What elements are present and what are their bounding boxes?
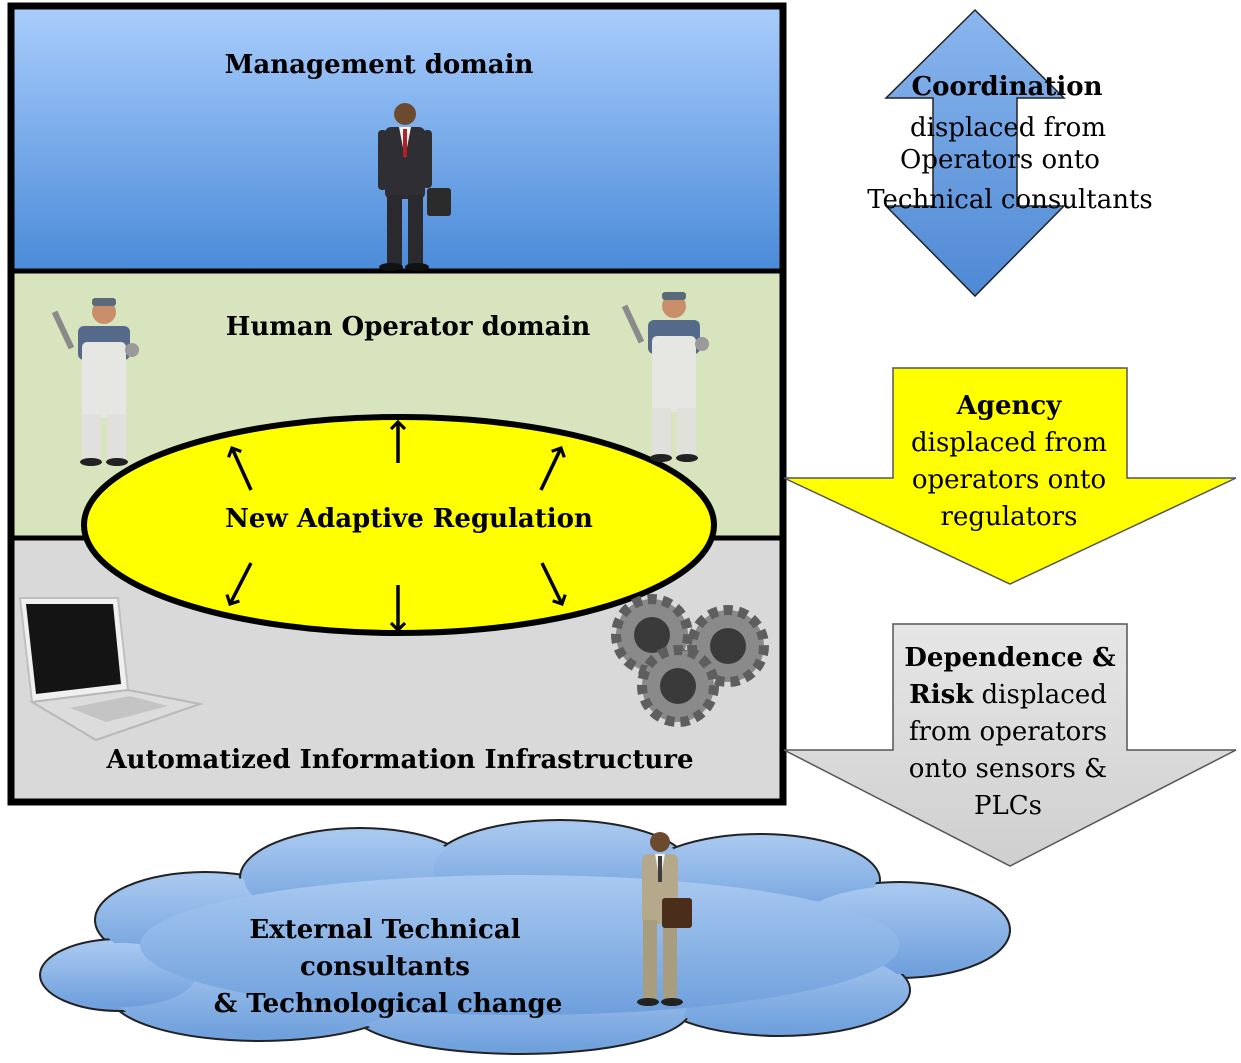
- agency-line2: displaced from: [911, 428, 1107, 458]
- management-domain-label: Management domain: [225, 50, 534, 80]
- worker-icon: [51, 298, 139, 466]
- infrastructure-domain-label: Automatized Information Infrastructure: [105, 745, 693, 775]
- regulation-arrows: [225, 419, 567, 633]
- dependence-line2: Risk displaced: [909, 680, 1107, 710]
- arrow-down-right: [540, 562, 567, 607]
- dependence-line3: from operators: [909, 717, 1107, 747]
- coordination-line3: Operators onto: [900, 145, 1100, 175]
- coordination-arrow: [884, 8, 1066, 298]
- businessman-icon: [637, 832, 692, 1006]
- coordination-caption: Coordination displaced from Operators on…: [867, 72, 1153, 215]
- agency-line4: regulators: [941, 502, 1078, 532]
- risk-word: Risk: [909, 680, 974, 710]
- regulation-label: New Adaptive Regulation: [225, 504, 593, 534]
- external-caption: External Technical consultants & Technol…: [214, 915, 563, 1019]
- laptop-icon: [18, 597, 204, 742]
- coordination-line4: Technical consultants: [867, 185, 1153, 215]
- dependence-line2-rest: displaced: [973, 680, 1107, 710]
- external-line2: consultants: [300, 952, 470, 982]
- external-line3: & Technological change: [214, 989, 563, 1019]
- dependence-title: Dependence &: [904, 643, 1115, 673]
- dependence-line4: onto sensors &: [909, 754, 1107, 784]
- worker-icon: [621, 292, 709, 462]
- dependence-caption: Dependence & Risk displaced from operato…: [904, 643, 1115, 821]
- dependence-arrow: [783, 623, 1237, 867]
- arrow-down-left: [225, 562, 253, 606]
- coordination-line2: displaced from: [910, 113, 1106, 143]
- agency-title: Agency: [956, 391, 1063, 421]
- operator-domain-label: Human Operator domain: [226, 312, 591, 342]
- coordination-title: Coordination: [911, 72, 1102, 102]
- external-line1: External Technical: [249, 915, 520, 945]
- external-cloud: [39, 819, 1011, 1055]
- agency-caption: Agency displaced from operators onto reg…: [911, 391, 1107, 532]
- businessman-icon: [378, 103, 451, 271]
- gears-icon: [611, 594, 769, 727]
- arrow-up-right: [539, 445, 566, 491]
- dependence-line5: PLCs: [974, 791, 1042, 821]
- agency-line3: operators onto: [912, 465, 1106, 495]
- agency-arrow: [783, 367, 1237, 585]
- arrow-up-left: [227, 445, 253, 491]
- domain-stack-border: [7, 2, 787, 806]
